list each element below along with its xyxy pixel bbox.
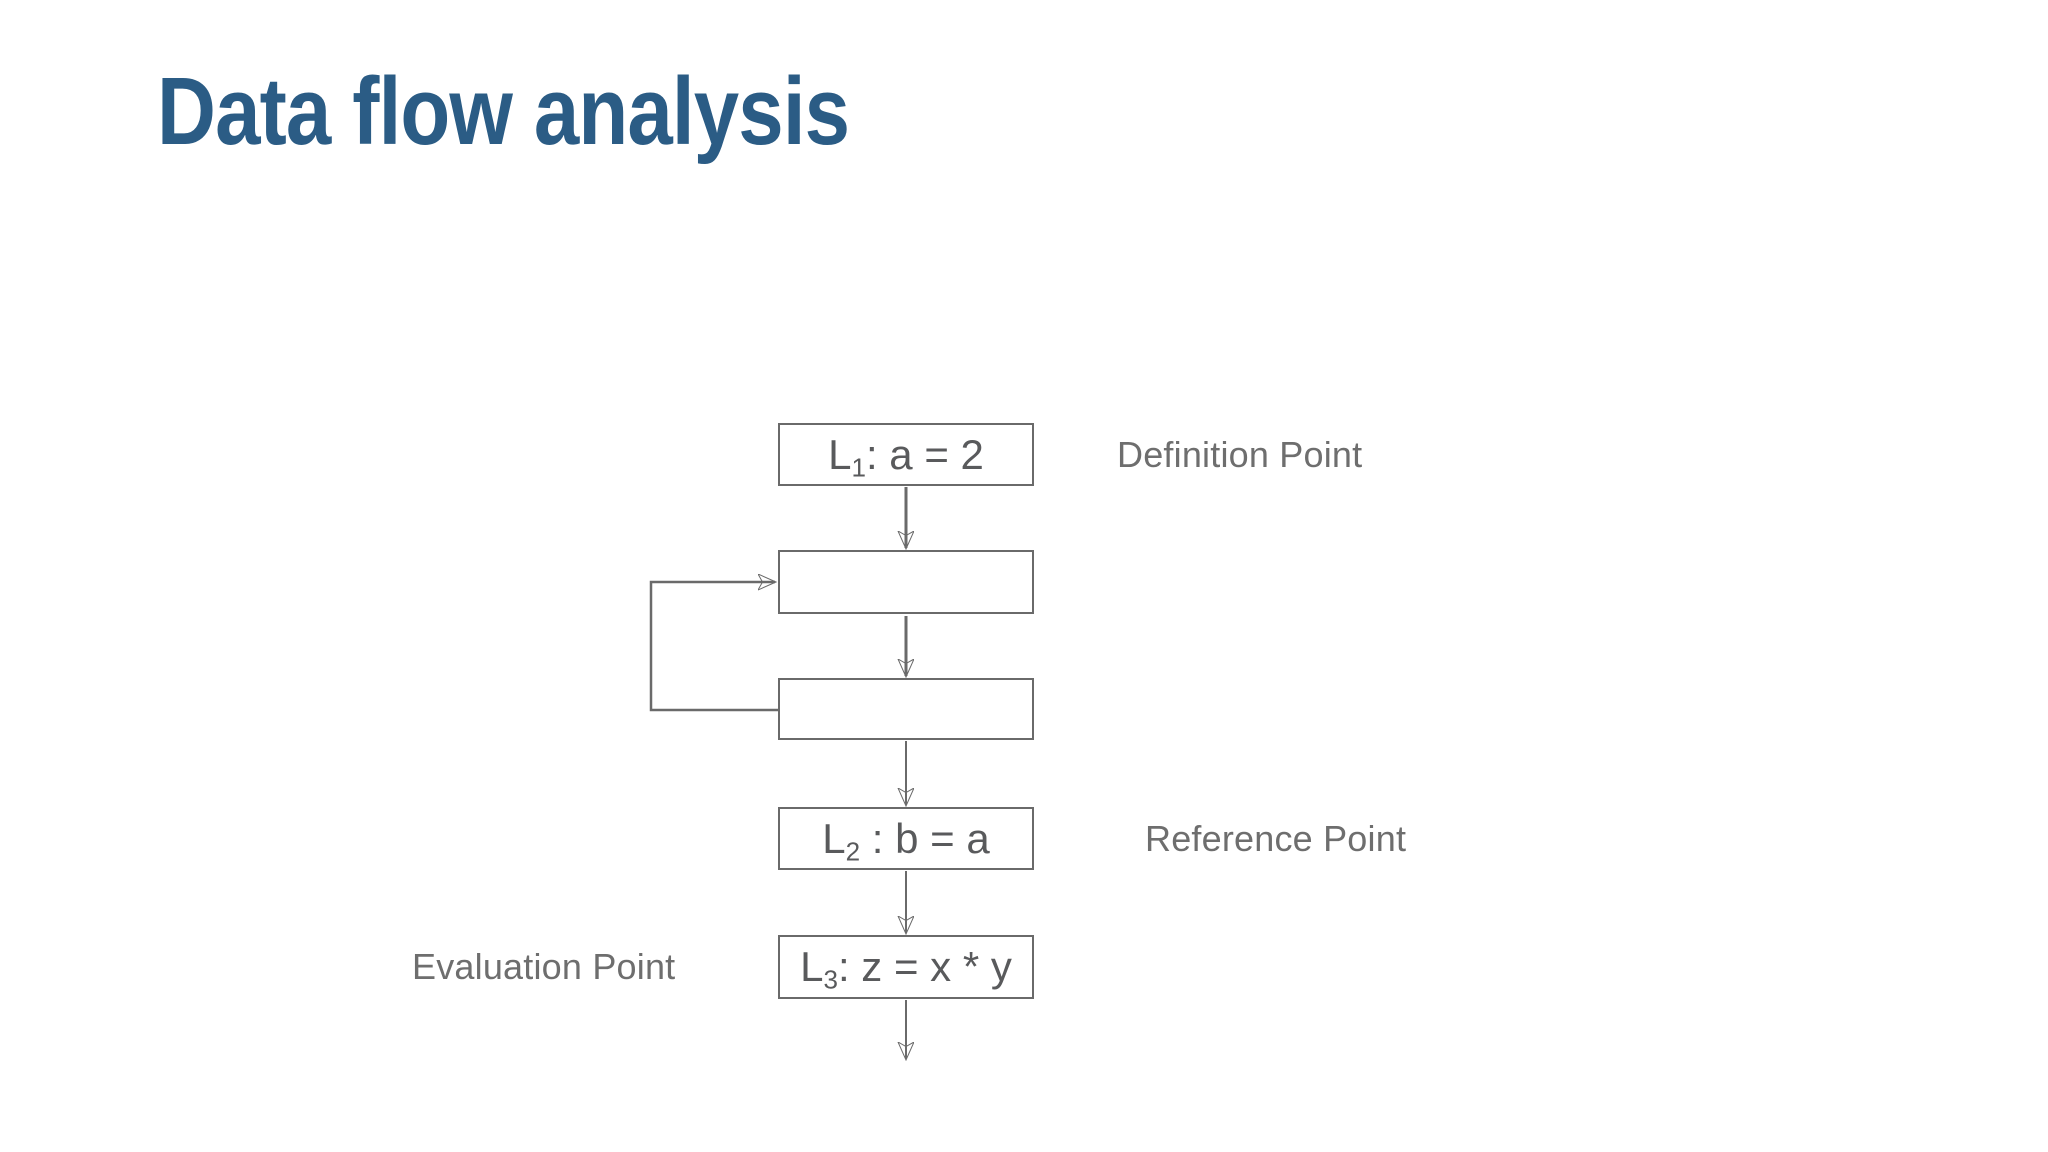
flow-box-l3: L3: z = x * y bbox=[778, 935, 1034, 999]
flow-box-empty-1 bbox=[778, 550, 1034, 614]
flow-box-empty-2 bbox=[778, 678, 1034, 740]
definition-point-label: Definition Point bbox=[1117, 434, 1363, 475]
page-title: Data flow analysis bbox=[157, 58, 850, 165]
reference-point-label: Reference Point bbox=[1145, 818, 1407, 859]
flow-box-l1: L1: a = 2 bbox=[778, 423, 1034, 486]
loop-arrow-box3-box2 bbox=[649, 582, 778, 712]
flow-box-l1-label: L1: a = 2 bbox=[828, 430, 984, 482]
flow-box-l2-label: L2 : b = a bbox=[822, 814, 990, 866]
flow-box-l3-label: L3: z = x * y bbox=[800, 943, 1012, 995]
flow-box-l2: L2 : b = a bbox=[778, 807, 1034, 870]
evaluation-point-label: Evaluation Point bbox=[412, 946, 676, 987]
